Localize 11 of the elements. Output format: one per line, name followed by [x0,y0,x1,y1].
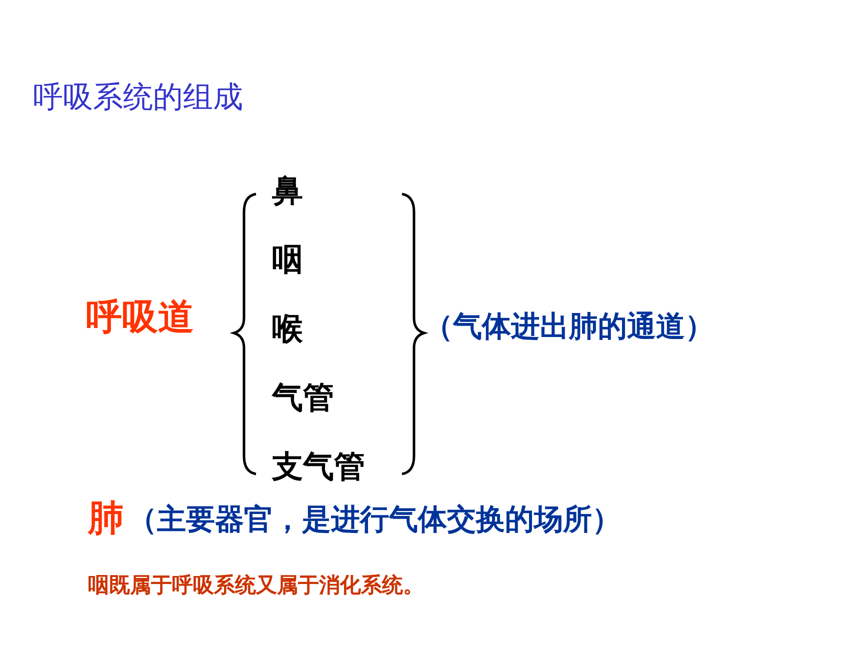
category-label: 呼吸道 [86,296,194,340]
note-text: （气体进出肺的通道） [424,309,714,344]
item-label: 鼻 [272,173,303,210]
item-label: 咽 [272,242,303,280]
note-text: （主要器官，是进行气体交换的场所） [128,502,621,537]
item-label: 气管 [272,380,334,418]
category-label: 肺 [88,497,124,540]
item-label: 喉 [272,311,303,348]
note-text: 咽既属于呼吸系统又属于消化系统。 [88,573,424,598]
title: 呼吸系统的组成 [33,80,243,116]
item-label: 支气管 [272,449,365,486]
